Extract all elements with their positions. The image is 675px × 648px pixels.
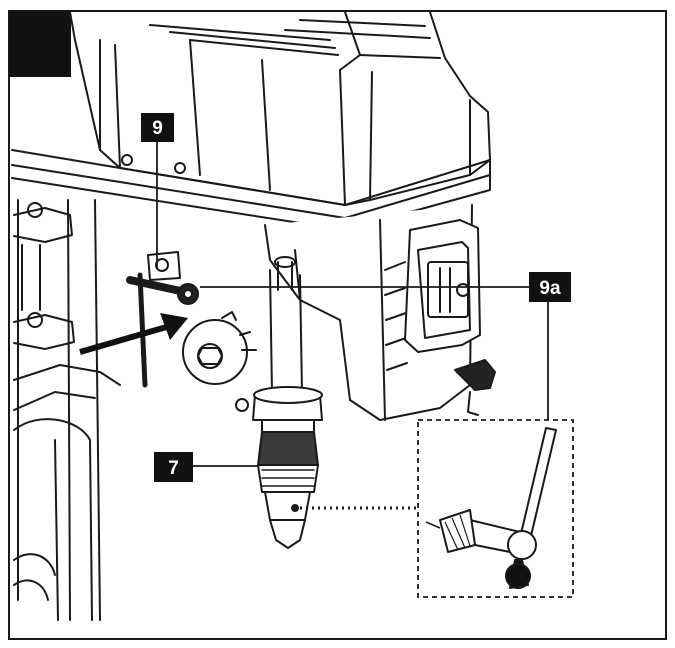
- label-9-text: 9: [152, 118, 163, 139]
- leader-lines: [156, 142, 549, 467]
- figure-corner-block: [9, 11, 71, 77]
- label-tag-7: 7: [154, 452, 193, 482]
- chuck-key-icon: [425, 427, 557, 589]
- label-7-text: 7: [168, 458, 179, 479]
- label-tag-9: 9: [141, 113, 174, 142]
- label-tag-9a: 9a: [529, 272, 571, 302]
- label-9a-text: 9a: [539, 278, 561, 299]
- pointer-arrow-head: [160, 313, 188, 340]
- pointer-arrow-shaft: [79, 323, 171, 355]
